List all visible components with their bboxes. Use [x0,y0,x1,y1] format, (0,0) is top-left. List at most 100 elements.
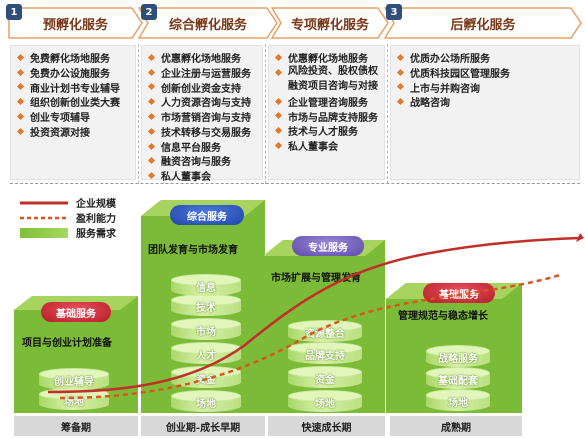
list-item: 商业计划书专业辅导 [15,80,135,95]
banner-arrow-shape [384,7,582,39]
list-item: 组织创新创业类大赛 [15,94,135,109]
bullet-icon [147,68,156,76]
cylinder-disk: 人才 [171,342,241,364]
bullet-icon [147,53,156,61]
legend: 企业规模 盈利能力 服务需求 [20,195,116,240]
stage-number-badge: 2 [141,4,157,20]
cylinder-disk: 信息 [171,274,241,296]
cylinder-disk: 资源整合 [288,320,362,342]
list-item: 市场营销咨询与支持 [146,109,262,124]
list-item: 私人董事会 [146,168,262,183]
phase-label: 创业期-成长早期 [141,416,265,436]
bullet-icon [274,112,283,120]
cylinder-disk: 技术 [171,294,241,316]
column-title: 市场扩展与管理发育 [271,273,361,284]
bullet-icon [274,142,283,150]
stage-number-badge: 1 [6,4,22,20]
service-list-specialized: 优惠孵化场地服务 风险投资、股权债权融资项目咨询与对接 企业管理咨询服务 市场与… [268,45,385,180]
list-item: 市场与品牌支持服务 [273,109,384,124]
list-item: 优惠孵化场地服务 [273,50,384,65]
stage-banner-2: 综合孵化服务 [138,7,278,39]
service-list-post-incubation: 优质办公场所服务 优质科技园区管理服务 上市与并购咨询 战略咨询 [390,45,580,180]
list-item: 信息平台服务 [146,139,262,154]
banner-arrow-shape [271,7,389,39]
column-title: 团队发育与市场发育 [148,245,238,256]
bullet-icon [16,68,25,76]
phase-label: 成熟期 [390,416,522,436]
bullet-icon [147,157,156,165]
list-item: 企业管理咨询服务 [273,94,384,109]
list-item: 创业专项辅导 [15,109,135,124]
bullet-icon [147,83,156,91]
stage-number-badge: 3 [386,4,402,20]
bullet-icon [147,127,156,135]
list-item: 上市与并购咨询 [395,80,579,95]
service-list-comprehensive: 优惠孵化场地服务 企业注册与运营服务 创新创业资金支持 人力资源咨询与支持 市场… [141,45,263,183]
bullet-icon [147,98,156,106]
list-item: 战略咨询 [395,94,579,109]
list-item: 优质科技园区管理服务 [395,65,579,80]
stage-banner-4: 后孵化服务 [384,7,582,39]
stage-title: 后孵化服务 [450,17,516,33]
bullet-icon [396,83,405,91]
banner-arrow-shape [8,7,143,39]
legend-item-profit: 盈利能力 [20,210,116,225]
phase-label: 筹备期 [14,416,138,436]
column-title: 管理规范与稳态增长 [398,311,488,322]
bullet-icon [274,53,283,61]
cylinder-disk: 资金 [171,366,241,388]
bullet-icon [396,53,405,61]
divider [138,44,139,184]
bullet-icon [274,97,283,105]
bullet-icon [274,68,283,76]
list-item: 免费办公设施服务 [15,65,135,80]
cylinder-disk: 品牌支持 [288,342,362,364]
column-rapid-growth: 市场扩展与管理发育 场地 资金 品牌支持 资源整合 [263,240,385,413]
section-divider [10,183,580,184]
green-bar-swatch [20,227,68,238]
bullet-icon [16,127,25,135]
list-item: 人力资源咨询与支持 [146,94,262,109]
cylinder-disk: 资金 [288,366,362,388]
stage-title: 预孵化服务 [42,17,108,33]
stage-banner-1: 预孵化服务 [8,7,143,39]
solid-line-swatch [20,200,68,206]
bullet-icon [396,98,405,106]
service-pill: 综合服务 [170,205,244,225]
cylinder-disk: 场地 [426,389,490,411]
list-item: 优惠孵化场地服务 [146,50,262,65]
bullet-icon [274,127,283,135]
cylinder-disk: 基础配套 [426,367,490,389]
list-item: 融资咨询与服务 [146,154,262,168]
stage-title: 综合孵化服务 [168,17,247,33]
bullet-icon [147,142,156,150]
dashed-line-swatch [20,215,68,221]
list-item: 私人董事会 [273,138,384,153]
service-list-preincubation: 免费孵化场地服务 免费办公设施服务 商业计划书专业辅导 组织创新创业类大赛 创业… [10,45,136,180]
service-pill: 基础服务 [423,283,495,303]
cylinder-disk: 创业辅导 [39,368,109,390]
service-pill: 基础服务 [41,302,111,322]
list-item: 免费孵化场地服务 [15,50,135,65]
bullet-icon [16,83,25,91]
list-item: 技术与人才服务 [273,123,384,138]
bullet-icon [147,172,156,180]
bullet-icon [396,68,405,76]
divider [387,44,388,184]
cylinder-disk: 战略服务 [426,345,490,367]
list-item: 创新创业资金支持 [146,80,262,95]
column-title: 项目与创业计划准备 [22,338,112,349]
list-item: 投资资源对接 [15,124,135,139]
list-item: 风险投资、股权债权融资项目咨询与对接 [273,65,381,94]
list-item: 企业注册与运营服务 [146,65,262,80]
bullet-icon [16,113,25,121]
arrowhead-icon [576,233,584,242]
service-pill: 专业服务 [292,236,364,256]
cylinder-disk: 场地 [39,388,109,410]
divider [265,44,266,184]
stage-banner-3: 专项孵化服务 [271,7,389,39]
phase-label: 快速成长期 [268,416,385,436]
cylinder-disk: 场地 [171,390,241,412]
bullet-icon [16,53,25,61]
bullet-icon [147,113,156,121]
